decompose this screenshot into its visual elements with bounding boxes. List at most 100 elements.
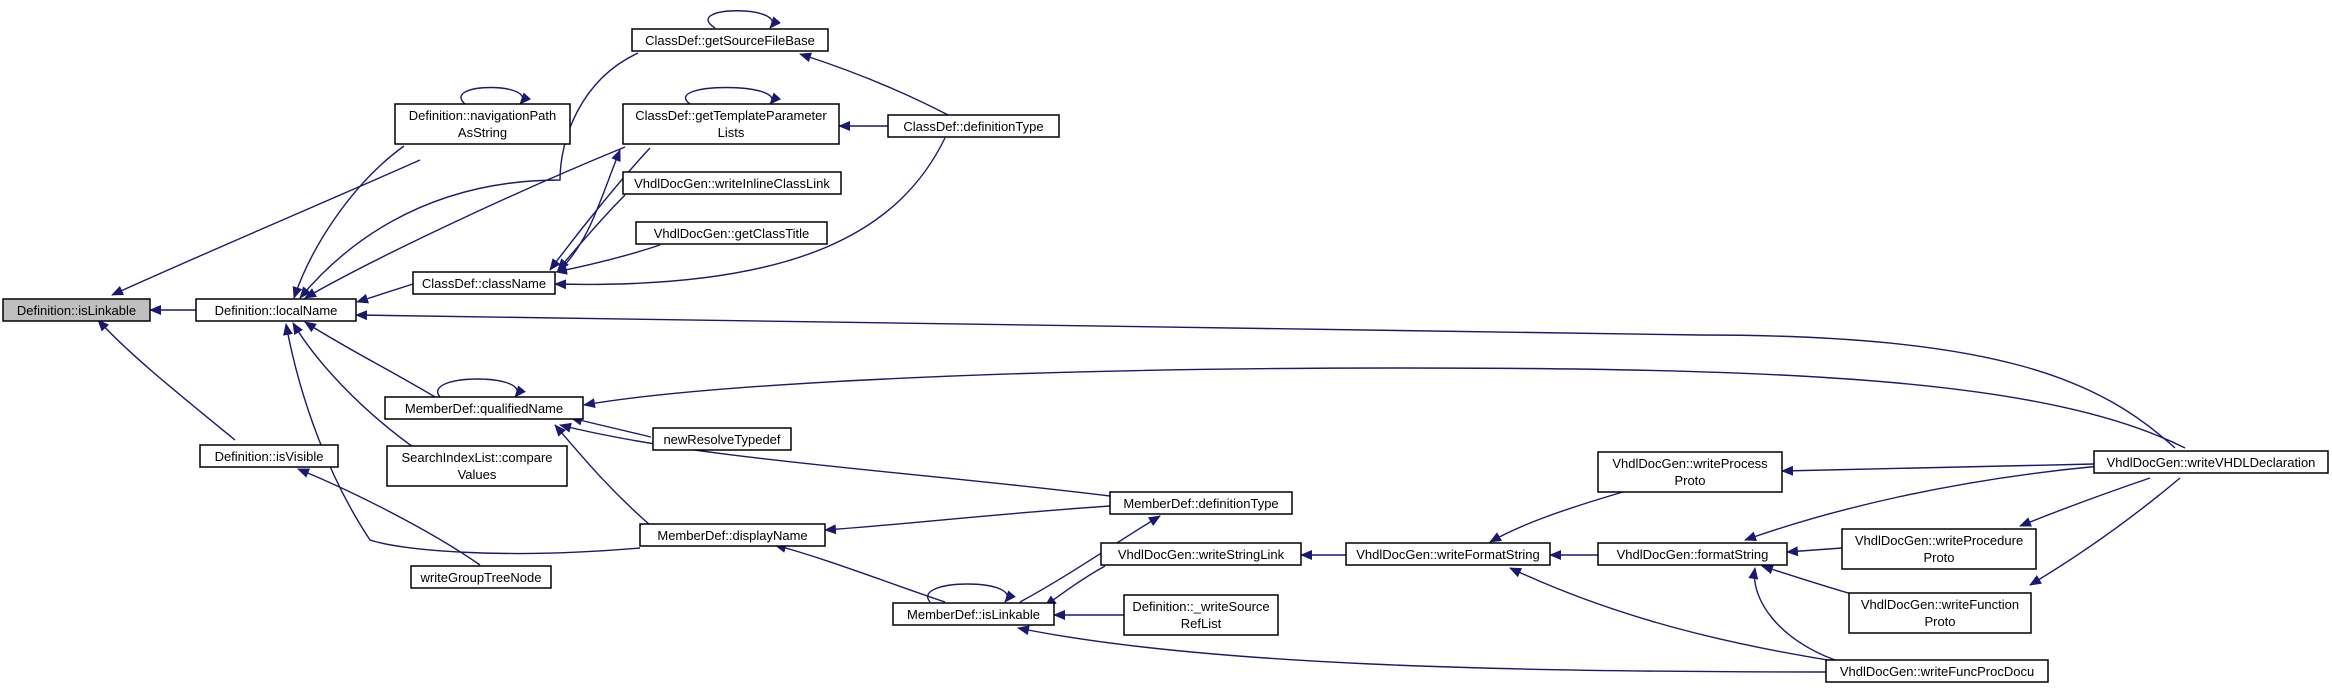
node-vhdldocgen-writevhdldeclaration[interactable]: VhdlDocGen::writeVHDLDeclaration (2093, 450, 2329, 474)
node-vhdldocgen-writefunctionproto[interactable]: VhdlDocGen::writeFunction Proto (1848, 592, 2032, 634)
node-writegrouptreenode[interactable]: writeGroupTreeNode (410, 565, 552, 589)
node-label: ClassDef::definitionType (903, 119, 1043, 134)
edge (292, 145, 405, 299)
node-label: VhdlDocGen::writeFunction (1861, 597, 2019, 612)
edge (1017, 625, 1827, 673)
edge (554, 424, 651, 526)
edge (1786, 546, 1843, 557)
node-label: Proto (1923, 550, 1954, 565)
node-label: MemberDef::displayName (657, 528, 807, 543)
nodes: Definition::isLinkable Definition::local… (2, 28, 2329, 683)
node-memberdef-displayname[interactable]: MemberDef::displayName (639, 523, 826, 547)
edge (1509, 567, 1841, 663)
node-vhdldocgen-writefuncprocdocu[interactable]: VhdlDocGen::writeFuncProcDocu (1825, 659, 2049, 683)
node-label: newResolveTypedef (663, 432, 780, 447)
node-label: VhdlDocGen::writeInlineClassLink (634, 176, 830, 191)
edge (559, 422, 1111, 497)
edge (1761, 564, 1856, 596)
node-label: Lists (718, 125, 745, 140)
node-label: Definition::navigationPath (409, 108, 556, 123)
edge (549, 147, 651, 271)
node-label: VhdlDocGen::writeProcedure (1855, 533, 2023, 548)
node-label: writeGroupTreeNode (420, 570, 542, 585)
edge (707, 10, 781, 29)
node-memberdef-islinkable[interactable]: MemberDef::isLinkable (892, 602, 1055, 626)
node-label: VhdlDocGen::writeProcess (1612, 456, 1768, 471)
node-definition-isvisible[interactable]: Definition::isVisible (199, 444, 339, 468)
edge (356, 283, 414, 304)
edge (304, 321, 436, 398)
edge (2019, 477, 2151, 527)
edge (1744, 465, 2101, 542)
edge (570, 415, 652, 438)
node-label: Values (458, 467, 497, 482)
node-classdef-getsourcefilebase[interactable]: ClassDef::getSourceFileBase (631, 28, 829, 52)
node-label: Definition::isVisible (215, 449, 324, 464)
node-classdef-definitiontype[interactable]: ClassDef::definitionType (887, 114, 1060, 138)
edge (97, 319, 236, 441)
node-label: MemberDef::definitionType (1123, 496, 1278, 511)
node-searchindexlist-comparevalues[interactable]: SearchIndexList::compare Values (386, 445, 568, 487)
node-label: VhdlDocGen::getClassTitle (654, 226, 810, 241)
edge (824, 505, 1111, 535)
node-definition-writesourcereflist[interactable]: Definition::_writeSource RefList (1123, 594, 1279, 636)
edge (557, 194, 626, 271)
node-label: VhdlDocGen::formatString (1617, 547, 1769, 562)
edge (436, 378, 526, 398)
node-classdef-gettemplateparameterlists[interactable]: ClassDef::getTemplateParameter Lists (622, 103, 840, 145)
node-label: ClassDef::className (422, 276, 546, 291)
edge (1489, 486, 1641, 543)
edge (559, 149, 621, 271)
edge (583, 367, 2186, 449)
node-definition-islinkable[interactable]: Definition::isLinkable (2, 298, 151, 322)
node-newresolvetypedef[interactable]: newResolveTypedef (652, 427, 792, 451)
node-vhdldocgen-formatstring[interactable]: VhdlDocGen::formatString (1597, 542, 1788, 566)
edge (299, 52, 639, 299)
node-label: Definition::localName (215, 303, 338, 318)
edge (292, 322, 421, 453)
node-label: ClassDef::getSourceFileBase (645, 33, 815, 48)
node-label: AsString (458, 125, 507, 140)
node-vhdldocgen-writestringlink[interactable]: VhdlDocGen::writeStringLink (1100, 542, 1302, 566)
edge (555, 244, 661, 275)
node-label: VhdlDocGen::writeFuncProcDocu (1840, 664, 2034, 679)
node-label: Definition::_writeSource (1132, 599, 1269, 614)
edge (554, 137, 946, 290)
node-label: MemberDef::qualifiedName (405, 401, 563, 416)
node-vhdldocgen-writeprocessproto[interactable]: VhdlDocGen::writeProcess Proto (1597, 451, 1783, 493)
node-classdef-classname[interactable]: ClassDef::className (412, 271, 556, 295)
edge (355, 310, 2176, 449)
node-label: Proto (1924, 614, 1955, 629)
node-vhdldocgen-writeformatstring[interactable]: VhdlDocGen::writeFormatString (1345, 542, 1551, 566)
node-label: VhdlDocGen::writeFormatString (1356, 547, 1540, 562)
node-memberdef-definitiontype[interactable]: MemberDef::definitionType (1109, 491, 1293, 515)
edge (1748, 567, 1836, 661)
node-label: Definition::isLinkable (17, 303, 136, 318)
edge (460, 86, 532, 105)
node-label: ClassDef::getTemplateParameter (635, 108, 827, 123)
node-vhdldocgen-getclasstitle[interactable]: VhdlDocGen::getClassTitle (635, 221, 828, 245)
edges (97, 10, 2186, 673)
edge (685, 86, 782, 105)
edge (799, 52, 951, 117)
edge (1044, 565, 1106, 607)
node-label: RefList (1181, 616, 1222, 631)
edge (283, 323, 641, 555)
node-label: VhdlDocGen::writeVHDLDeclaration (2107, 455, 2316, 470)
node-vhdldocgen-writeprocedureproto[interactable]: VhdlDocGen::writeProcedure Proto (1841, 528, 2037, 570)
edge (2029, 477, 2181, 586)
edge (774, 543, 946, 603)
node-memberdef-qualifiedname[interactable]: MemberDef::qualifiedName (384, 396, 584, 420)
edge (1019, 515, 1161, 603)
node-definition-navigationpath[interactable]: Definition::navigationPath AsString (394, 103, 571, 145)
node-label: VhdlDocGen::writeStringLink (1118, 547, 1285, 562)
node-label: MemberDef::isLinkable (907, 607, 1040, 622)
node-label: SearchIndexList::compare (401, 450, 552, 465)
node-vhdldocgen-writeinlineclasslink[interactable]: VhdlDocGen::writeInlineClassLink (622, 171, 842, 195)
edge (926, 583, 1016, 603)
edge (304, 146, 626, 299)
edge (1781, 463, 2095, 476)
edge (111, 159, 421, 296)
node-definition-localname[interactable]: Definition::localName (195, 298, 357, 322)
